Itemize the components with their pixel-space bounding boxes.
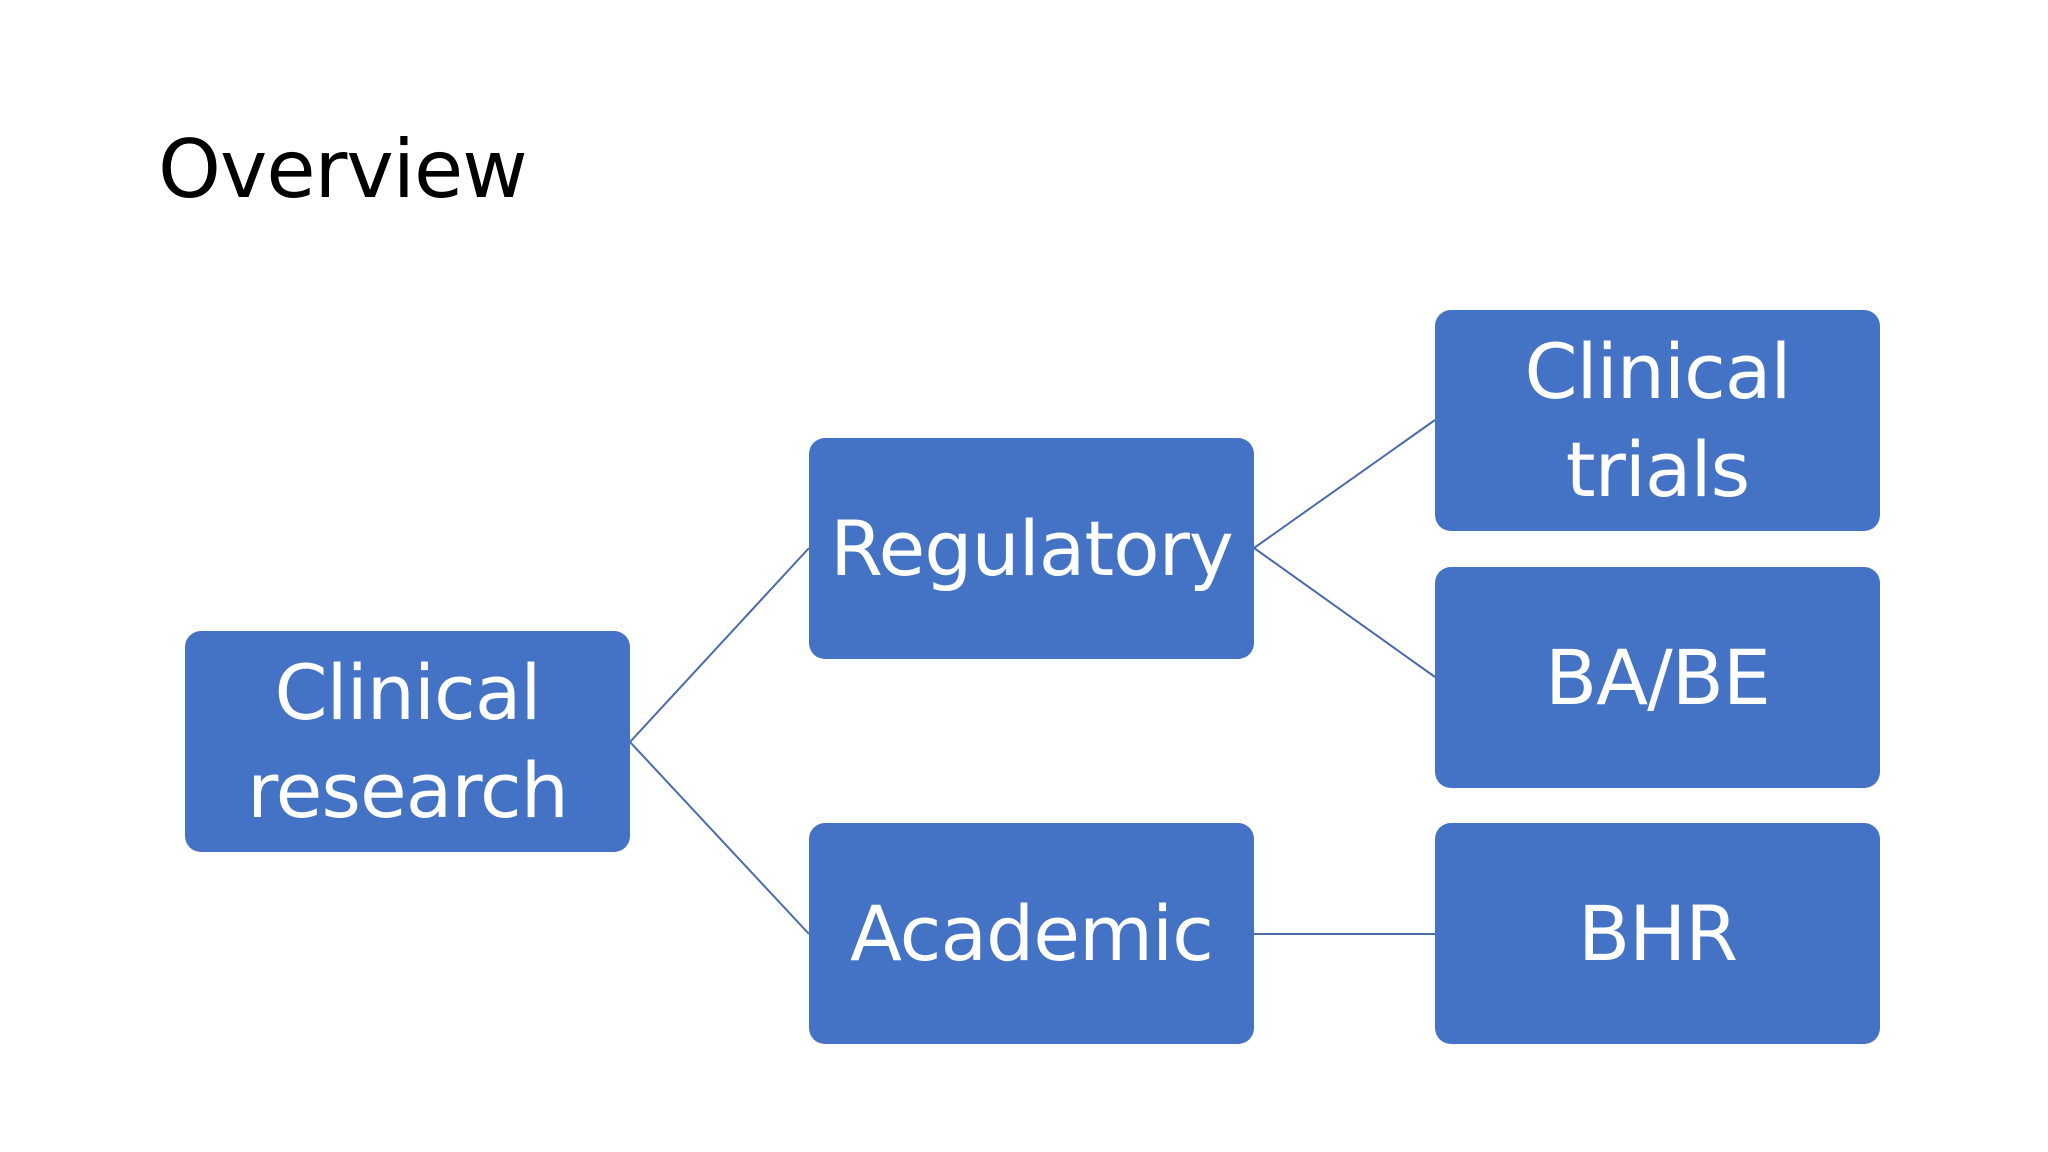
node-bhr[interactable]: BHR <box>1435 823 1880 1044</box>
slide-title: Overview <box>158 123 528 216</box>
node-clinical-research[interactable]: Clinical research <box>185 631 630 852</box>
node-clinical-trials[interactable]: Clinical trials <box>1435 310 1880 531</box>
node-clinical-research-label: Clinical research <box>247 644 569 840</box>
connector-root-regulatory <box>629 547 810 743</box>
connector-root-academic <box>629 741 810 935</box>
node-academic[interactable]: Academic <box>809 823 1254 1044</box>
node-regulatory-label: Regulatory <box>830 503 1234 593</box>
node-clinical-research-line1: Clinical <box>274 647 541 737</box>
node-clinical-trials-line1: Clinical <box>1524 326 1791 416</box>
node-academic-label: Academic <box>850 888 1214 978</box>
node-ba-be-label: BA/BE <box>1545 632 1771 722</box>
node-clinical-trials-label: Clinical trials <box>1524 323 1791 519</box>
node-bhr-label: BHR <box>1577 888 1738 978</box>
node-regulatory[interactable]: Regulatory <box>809 438 1254 659</box>
connector-regulatory-trials <box>1253 419 1436 549</box>
node-clinical-research-line2: research <box>247 745 569 835</box>
connector-regulatory-babe <box>1253 547 1436 678</box>
node-clinical-trials-line2: trials <box>1565 424 1750 514</box>
node-ba-be[interactable]: BA/BE <box>1435 567 1880 788</box>
